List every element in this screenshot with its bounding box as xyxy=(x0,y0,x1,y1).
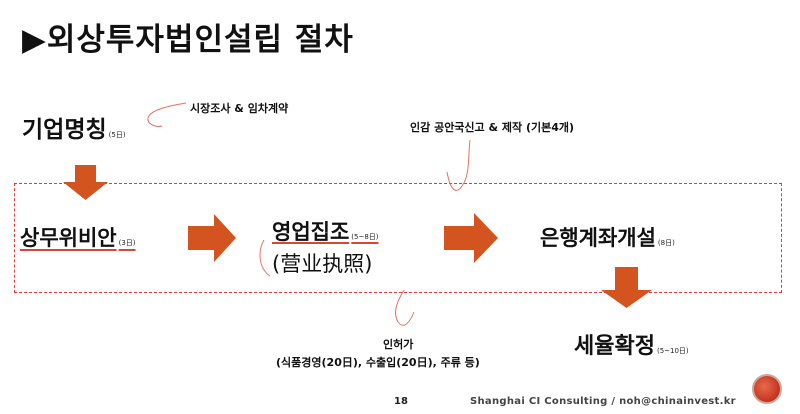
annotation-curve-market xyxy=(147,102,187,127)
step-days: (8日) xyxy=(657,239,675,247)
step-bank-account: 은행계좌개설(8日) xyxy=(540,222,675,252)
note-permits-heading: 인허가 xyxy=(383,338,414,351)
step-tax-rate: 세율확정(5~10日) xyxy=(574,328,689,360)
annotation-curve-permit xyxy=(395,289,415,326)
step-label: 기업명칭 xyxy=(22,117,107,143)
footer-contact: Shanghai CI Consulting / noh@chinainvest… xyxy=(470,396,736,407)
step-business-license-chinese: (营业执照) xyxy=(272,252,373,276)
step-company-name: 기업명칭(5日) xyxy=(22,110,126,144)
step-label: 은행계좌개설 xyxy=(540,226,656,250)
step-days: (5~10日) xyxy=(656,347,689,355)
step-label: 상무위비안 xyxy=(20,226,117,250)
logo-badge-icon xyxy=(752,374,782,404)
page-number: 18 xyxy=(394,396,408,407)
page-title: ▶외상투자법인설립 절차 xyxy=(22,22,354,58)
note-seal-registration: 인감 공안국신고 & 제작 (기본4개) xyxy=(410,121,575,134)
step-label: 세율확정 xyxy=(574,334,655,359)
note-market-research: 시장조사 & 임차계약 xyxy=(190,102,289,115)
step-business-license: 영업집조(5~8日) xyxy=(272,216,379,246)
step-days: (5~8日) xyxy=(351,233,379,241)
step-label: 영업집조 xyxy=(272,220,350,244)
step-days: (3日) xyxy=(118,239,136,247)
step-commerce-filing: 상무위비안(3日) xyxy=(20,222,136,252)
step-days: (5日) xyxy=(108,131,126,139)
note-permits-detail: (식품경영(20日), 수출입(20日), 주류 등) xyxy=(276,356,480,369)
